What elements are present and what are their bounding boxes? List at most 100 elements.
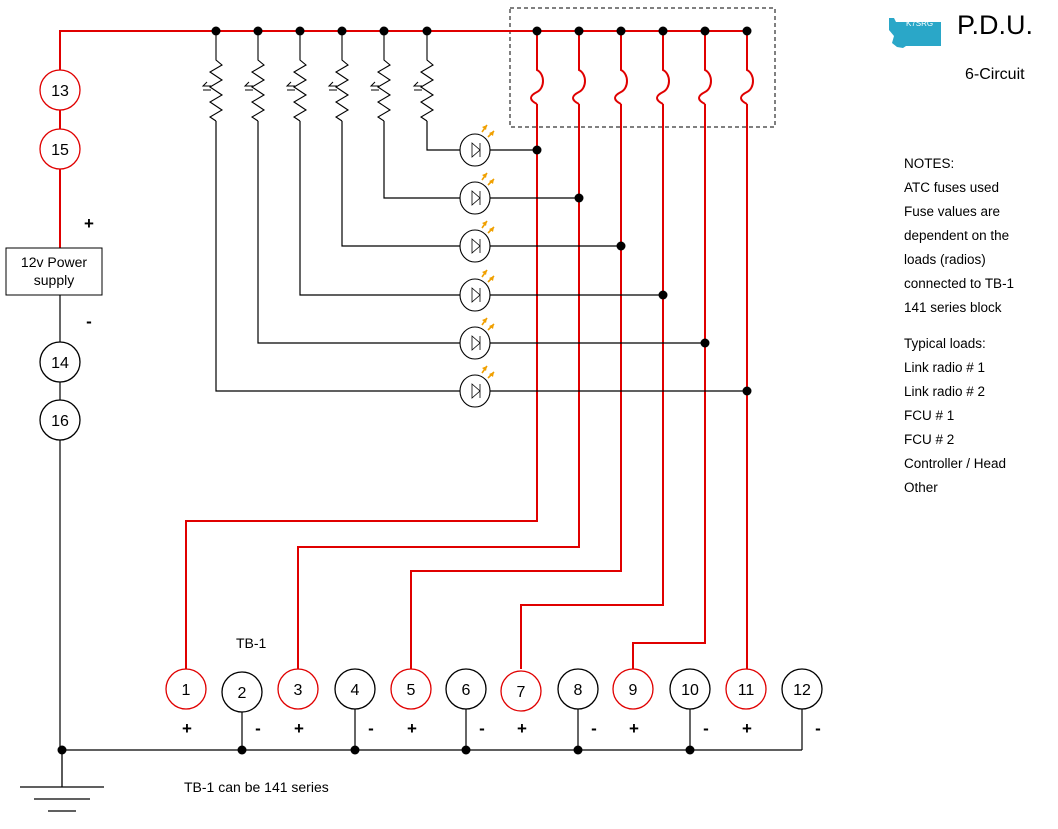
loads-heading: Typical loads: <box>904 336 986 351</box>
led-wire <box>215 121 460 392</box>
junction-dot <box>532 26 542 36</box>
led-indicator <box>459 124 495 167</box>
terminal-circle <box>781 668 823 710</box>
terminal-number: 1 <box>182 682 191 699</box>
terminal-11: 11+ <box>725 668 767 738</box>
terminal-10: 10- <box>669 668 711 738</box>
terminal-polarity: - <box>591 719 597 738</box>
terminal-polarity: + <box>407 719 417 738</box>
junctions <box>57 26 752 755</box>
led-arrow-head <box>482 318 487 323</box>
led-body <box>459 326 491 360</box>
terminal-6: 6- <box>445 668 487 738</box>
terminal-polarity: + <box>742 719 752 738</box>
diode-mark <box>369 81 379 91</box>
load-item: Link radio # 2 <box>904 384 985 399</box>
resistor-zigzag <box>208 31 224 122</box>
led-arrow-head <box>489 179 494 184</box>
indicator-resistor <box>201 31 224 122</box>
fuse <box>740 31 754 105</box>
led-body <box>459 374 491 408</box>
junction-dot <box>211 26 221 36</box>
fuse <box>572 31 586 105</box>
notes-block: NOTES: ATC fuses used Fuse values are de… <box>904 156 1014 495</box>
notes-heading: NOTES: <box>904 156 954 171</box>
feed-terminal-15: 15 <box>39 128 81 170</box>
terminal-polarity: - <box>368 719 374 738</box>
terminal-7: 7+ <box>500 670 542 738</box>
terminal-circle <box>725 668 767 710</box>
feed-terminal-14: 14 <box>39 341 81 383</box>
junction-dot <box>742 386 752 396</box>
terminal-4: 4- <box>334 668 376 738</box>
negative-wiring <box>59 121 803 751</box>
terminal-polarity: + <box>294 719 304 738</box>
junction-dot <box>532 145 542 155</box>
terminal-8: 8- <box>557 668 599 738</box>
led-arrow-head <box>489 131 494 136</box>
junction-dot <box>742 26 752 36</box>
power-supply-label: 12v Power <box>21 254 87 270</box>
logo: K7SRG <box>889 18 941 48</box>
junction-dot <box>573 745 583 755</box>
logo-text: K7SRG <box>906 19 933 28</box>
junction-dot <box>685 745 695 755</box>
terminal-number: 3 <box>294 682 303 699</box>
load-item: FCU # 1 <box>904 408 954 423</box>
load-positive-wire <box>520 104 664 669</box>
load-positive-wire <box>632 104 706 669</box>
led-diode <box>471 383 481 399</box>
fuse <box>530 31 544 105</box>
terminal-1: 1+ <box>165 668 207 738</box>
resistor-zigzag <box>376 31 392 122</box>
junction-dot <box>422 26 432 36</box>
page-subtitle: 6-Circuit <box>965 66 1025 83</box>
led-wire <box>257 121 460 344</box>
terminal-number: 12 <box>793 682 811 699</box>
terminal-number: 6 <box>462 682 471 699</box>
led-diode <box>471 335 481 351</box>
terminal-circle <box>612 668 654 710</box>
terminal-polarity: - <box>815 719 821 738</box>
page-title: P.D.U. <box>957 10 1033 40</box>
fuse-block-outline <box>509 7 776 128</box>
terminal-circle <box>390 668 432 710</box>
supply-minus-sign: - <box>86 312 92 331</box>
notes-line: 141 series block <box>904 300 1002 315</box>
resistor-zigzag <box>334 31 350 122</box>
junction-dot <box>574 26 584 36</box>
led-arrow-head <box>489 324 494 329</box>
terminal-polarity: + <box>182 719 192 738</box>
terminal-circle <box>445 668 487 710</box>
terminal-9: 9+ <box>612 668 654 738</box>
diode-mark <box>201 81 211 91</box>
led-indicator <box>459 365 495 408</box>
junction-dot <box>461 745 471 755</box>
led-wire <box>426 121 460 151</box>
supply-plus-sign: + <box>84 214 94 233</box>
terminal-number: 9 <box>629 682 638 699</box>
notes-line: connected to TB-1 <box>904 276 1014 291</box>
junction-dot <box>616 241 626 251</box>
resistor-zigzag <box>292 31 308 122</box>
junction-dot <box>337 26 347 36</box>
terminal-number: 4 <box>351 682 360 699</box>
junction-dot <box>658 26 668 36</box>
indicator-resistor <box>243 31 266 122</box>
diode-mark <box>243 81 253 91</box>
fuse-link <box>530 31 544 105</box>
led-body <box>459 181 491 215</box>
terminal-block-label: TB-1 <box>236 635 267 651</box>
notes-line: Fuse values are <box>904 204 1000 219</box>
junction-dot <box>658 290 668 300</box>
fuse-link <box>698 31 712 105</box>
resistor-zigzag <box>419 31 435 122</box>
diode-mark <box>327 81 337 91</box>
led-arrow-head <box>482 221 487 226</box>
terminal-number: 10 <box>681 682 699 699</box>
led-indicator <box>459 172 495 215</box>
terminal-circle <box>221 671 263 713</box>
led-wire <box>341 121 460 247</box>
junction-dot <box>700 338 710 348</box>
junction-dot <box>616 26 626 36</box>
